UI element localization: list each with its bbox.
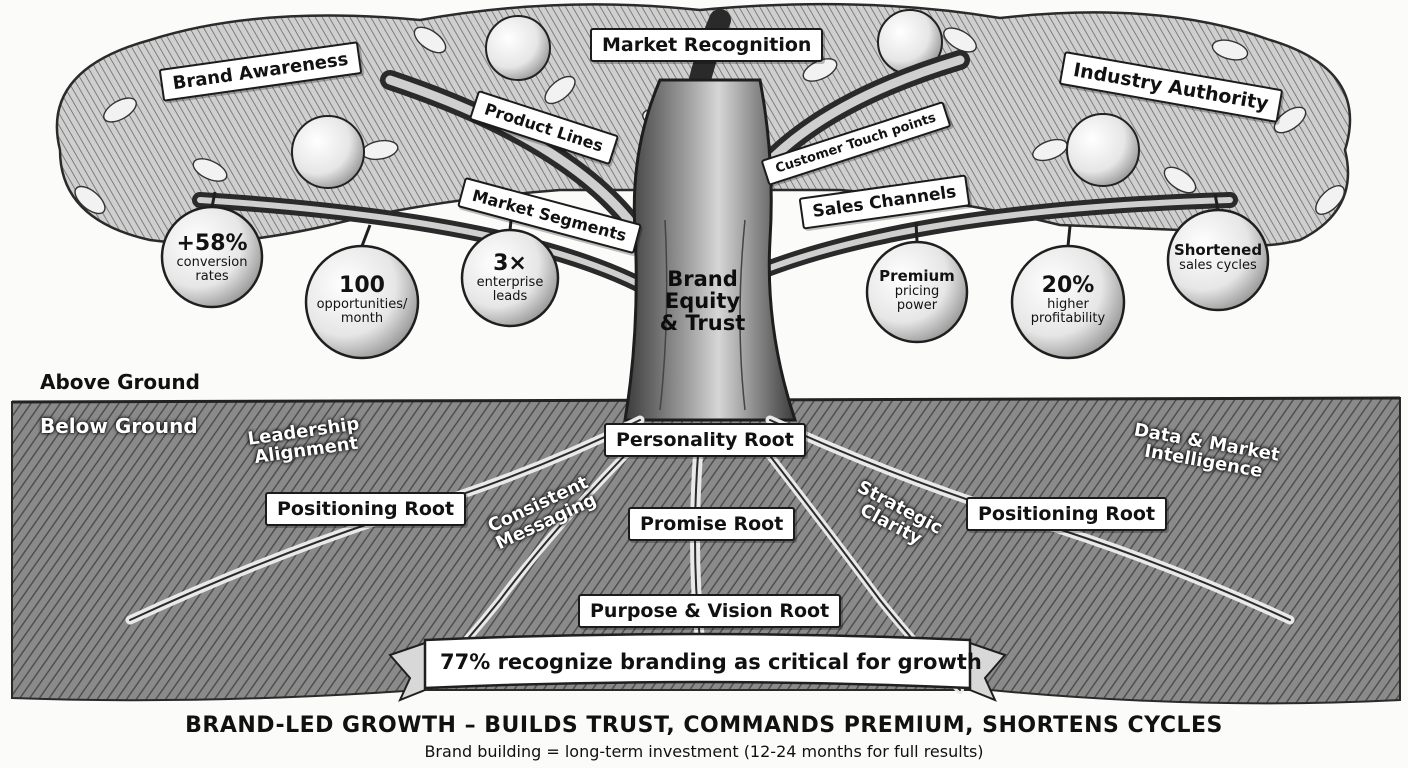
apple-enterprise-line1: enterprise	[476, 275, 544, 291]
apple-enterprise-value: 3×	[493, 251, 527, 276]
apple-conversion: +58% conversion rates	[162, 231, 262, 285]
trunk-line-3: & Trust	[659, 311, 746, 336]
footer-headline: BRAND-LED GROWTH – BUILDS TRUST, COMMAND…	[185, 713, 1223, 738]
apple-sales-cycles-line2: sales cycles	[1179, 257, 1257, 273]
apple-profitability: 20% higher profitability	[1008, 273, 1128, 327]
footer-subline: Brand building = long-term investment (1…	[424, 742, 984, 761]
purpose-vision-root-label: Purpose & Vision Root	[578, 594, 842, 628]
apple-profitability-value: 20%	[1041, 273, 1095, 298]
apple-conversion-line1: conversion	[176, 255, 248, 271]
apple-profitability-line1: higher	[1047, 297, 1089, 313]
trunk	[623, 78, 798, 422]
market-recognition-label: Market Recognition	[590, 28, 824, 62]
apple-conversion-line2: rates	[195, 269, 229, 285]
apple-enterprise-line2: leads	[492, 289, 528, 305]
apple-sales-cycles: Shortened sales cycles	[1163, 242, 1273, 273]
trunk-line-2: Equity	[664, 289, 741, 314]
personality-root-label: Personality Root	[604, 423, 806, 457]
positioning-root-left-label: Positioning Root	[265, 492, 467, 526]
positioning-root-right-label: Positioning Root	[966, 497, 1168, 531]
apple-opportunities: 100 opportunities/ month	[302, 273, 422, 327]
apple-premium-line1: Premium	[879, 267, 955, 285]
promise-root-label: Promise Root	[628, 507, 796, 541]
apple-opportunities-line1: opportunities/	[316, 297, 408, 313]
apple-opportunities-value: 100	[339, 273, 385, 298]
apple-profitability-line2: profitability	[1030, 311, 1106, 327]
apple-premium-line3: power	[896, 297, 938, 313]
apple-sales-cycles-line1: Shortened	[1173, 241, 1263, 259]
trunk-line-1: Brand	[667, 267, 738, 291]
banner-ribbon	[388, 632, 1007, 702]
apple-premium-line2: pricing	[894, 283, 940, 299]
banner-text: 77% recognize branding as critical for g…	[440, 650, 982, 674]
above-ground-label: Above Ground	[40, 370, 200, 394]
apple-premium: Premium pricing power	[867, 268, 967, 313]
apple-conversion-value: +58%	[176, 231, 248, 256]
below-ground-label: Below Ground	[40, 414, 198, 438]
apple-opportunities-line2: month	[340, 311, 384, 327]
trunk-label: Brand Equity & Trust	[650, 268, 755, 334]
stat-apples	[160, 205, 1270, 360]
apple-enterprise: 3× enterprise leads	[462, 251, 558, 305]
